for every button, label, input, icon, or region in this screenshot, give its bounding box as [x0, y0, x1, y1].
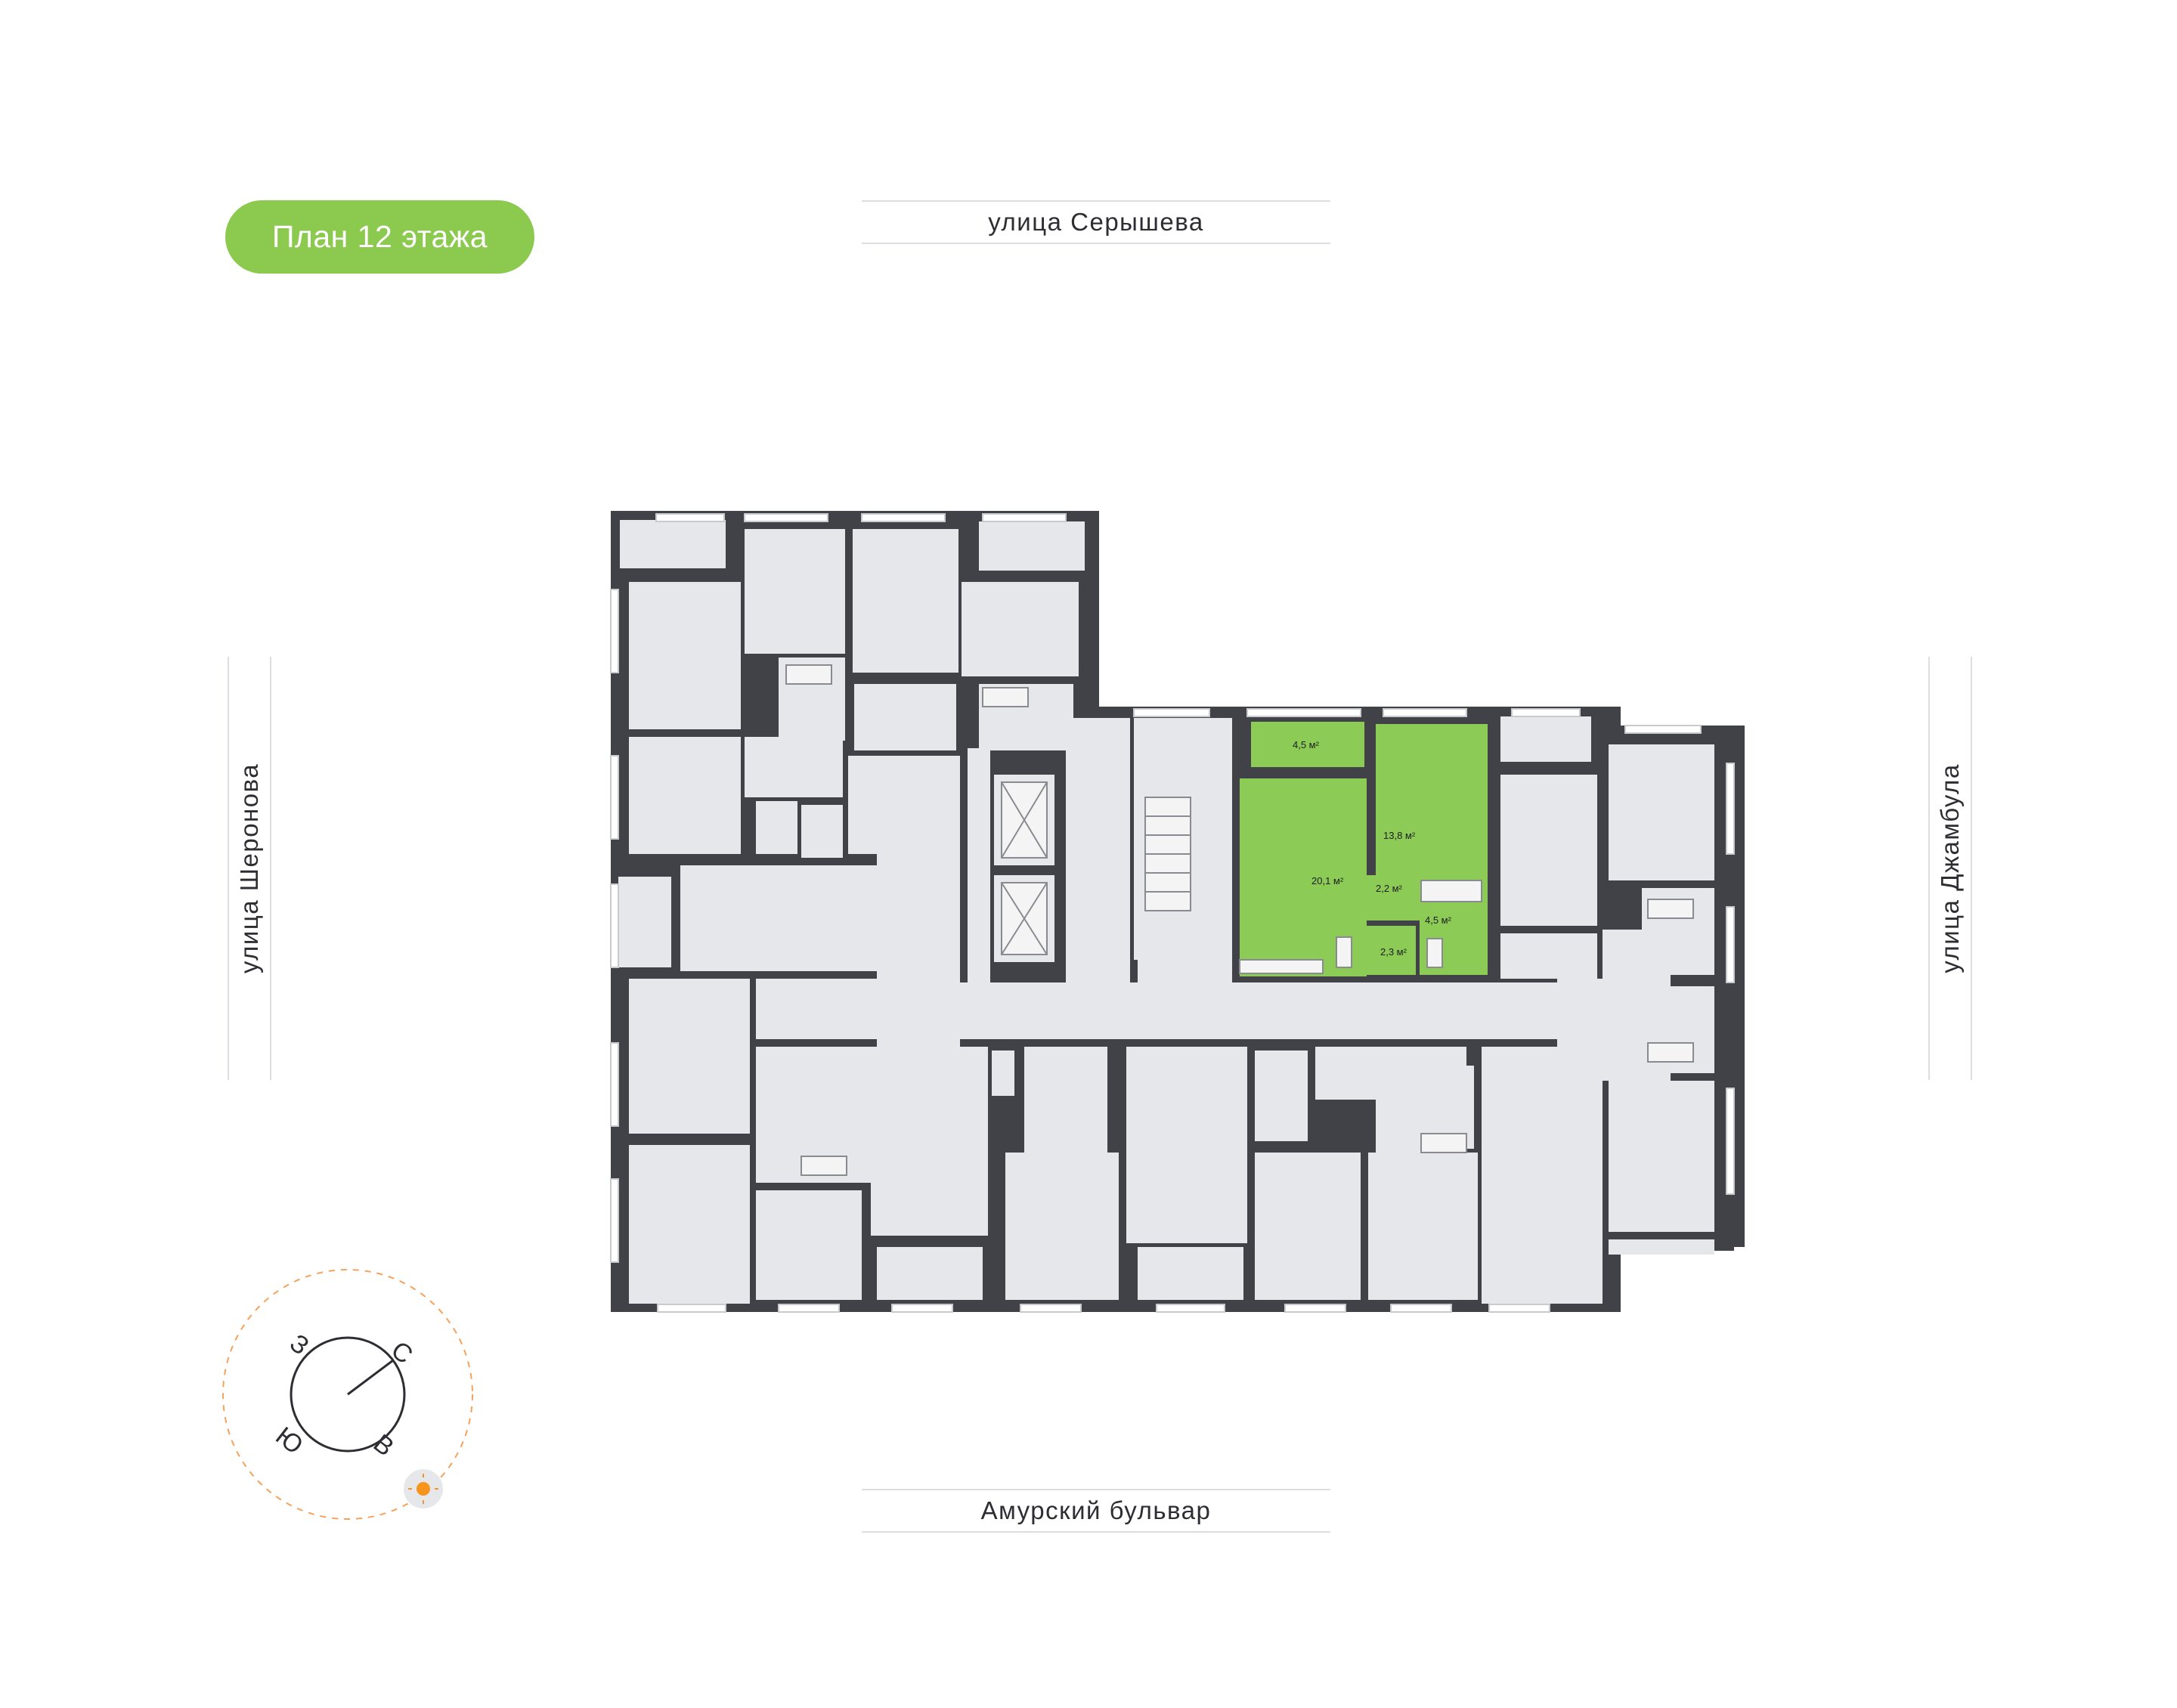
- street-north-label: улица Серышева: [862, 200, 1330, 244]
- area-room-1: 13,8 м²: [1383, 830, 1416, 841]
- compass-east: В: [368, 1429, 399, 1462]
- area-labels: 4,5 м² 13,8 м² 20,1 м² 2,2 м² 4,5 м² 2,3…: [1293, 739, 1452, 958]
- stair-elevator-core: [1001, 781, 1191, 955]
- apartment-room-1[interactable]: [1376, 724, 1488, 875]
- compass-orbit: [222, 1269, 473, 1520]
- area-balcony: 4,5 м²: [1293, 739, 1320, 750]
- compass: С В Ю З: [222, 1269, 473, 1520]
- compass-dial: [290, 1336, 406, 1453]
- floor-badge: План 12 этажа: [225, 200, 534, 274]
- compass-north: С: [386, 1335, 418, 1369]
- windows: [610, 513, 1735, 1313]
- area-bathroom: 4,5 м²: [1425, 914, 1452, 926]
- area-wc: 2,3 м²: [1380, 946, 1407, 958]
- apartment-balcony[interactable]: [1251, 722, 1364, 767]
- fixtures: [785, 664, 1694, 1176]
- area-room-2: 20,1 м²: [1311, 875, 1344, 886]
- apartment-wc[interactable]: [1367, 926, 1416, 975]
- compass-needle: [347, 1359, 394, 1396]
- street-south-label: Амурский бульвар: [862, 1489, 1330, 1533]
- sun-icon: [404, 1469, 443, 1508]
- highlighted-apartment[interactable]: [1240, 722, 1488, 976]
- compass-west: З: [284, 1329, 314, 1361]
- area-hall: 2,2 м²: [1376, 883, 1403, 894]
